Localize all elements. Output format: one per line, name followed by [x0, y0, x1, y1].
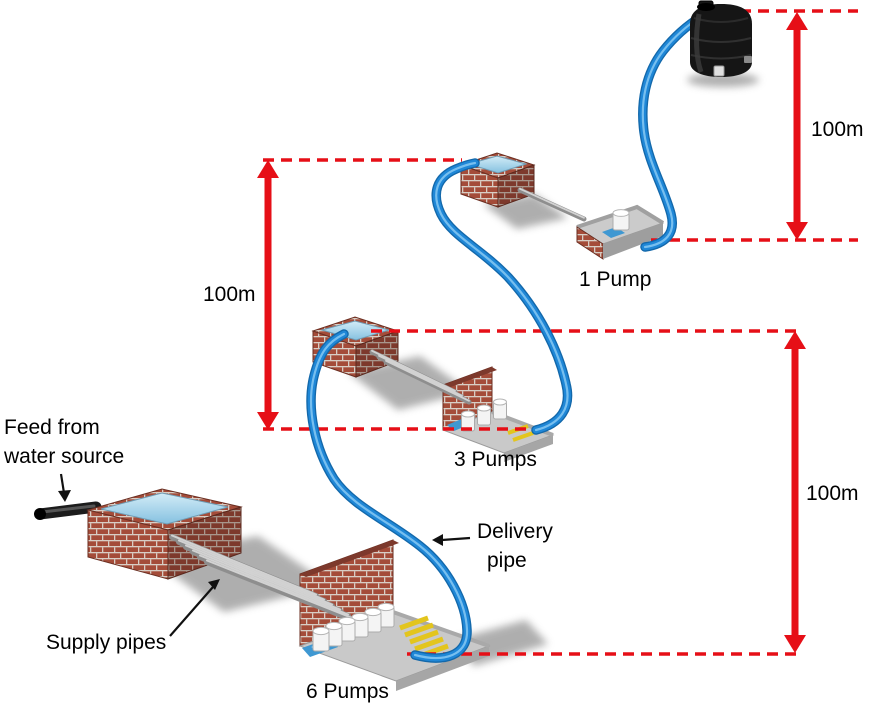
pump-cylinder	[612, 209, 630, 231]
shadow-station-3	[348, 356, 470, 410]
reservoir-1-water	[467, 155, 528, 174]
arrow-100m-middle	[257, 160, 279, 430]
feed-annotation-arrow	[58, 473, 71, 502]
delivery-pipe-label: Delivery pipe	[477, 518, 553, 576]
delivery-annotation-arrow	[432, 534, 471, 546]
delivery-pipe-label-line1: Delivery	[477, 520, 553, 543]
station-3-pumps	[311, 316, 555, 462]
elevation-label-middle: 100m	[203, 283, 256, 306]
reservoir-3	[311, 316, 400, 378]
shadow-tank	[687, 73, 759, 87]
tank-fitting	[744, 56, 752, 63]
delivery-pipes-highlight	[310, 14, 704, 660]
arrow-100m-top	[786, 12, 808, 240]
pump-cylinder	[377, 602, 395, 628]
pumps-6	[312, 602, 395, 652]
pump-cylinder	[461, 410, 475, 432]
pump-cylinder	[477, 404, 491, 426]
feed-source-label-line1: Feed from	[4, 416, 100, 439]
pump-cylinder	[312, 626, 330, 652]
pump-cylinder	[493, 398, 507, 420]
supply-pipes-6	[169, 534, 359, 624]
station-1-label: 1 Pump	[579, 268, 652, 291]
station-6-label: 6 Pumps	[306, 680, 389, 703]
arrow-100m-bottom	[784, 331, 806, 653]
reservoir-6-right-face	[167, 506, 242, 580]
delivery-pipes	[306, 11, 707, 663]
elevation-label-top: 100m	[811, 118, 864, 141]
station-3-label: 3 Pumps	[454, 448, 537, 471]
basin-1	[575, 204, 665, 260]
station-1-pump	[459, 152, 665, 260]
basin-6	[298, 539, 491, 691]
supply-pipes-3	[369, 349, 472, 405]
basin-1-far-rim	[576, 204, 665, 229]
annotation-arrows	[58, 473, 471, 637]
pump-cylinder	[364, 607, 382, 633]
tank-body	[690, 4, 752, 77]
basin-1-concrete-face	[603, 223, 663, 259]
basin-6-slab-edge	[396, 646, 489, 691]
station-6-pumps	[34, 488, 491, 691]
supply-pipes-label: Supply pipes	[46, 631, 167, 654]
storage-tank	[690, 0, 752, 77]
elevation-arrows	[257, 12, 808, 653]
tank-outlet	[713, 65, 725, 77]
elevation-label-bottom: 100m	[806, 482, 859, 505]
pumps-3	[461, 398, 507, 432]
feed-pipe	[34, 501, 102, 520]
basin-6-wall-top	[300, 540, 399, 577]
feed-source-label: Feed from water source	[4, 414, 124, 472]
basin-3-wall-top	[443, 367, 497, 388]
basin-6-far-rim	[392, 610, 490, 648]
reservoir-6	[86, 488, 243, 580]
reservoir-1	[459, 152, 536, 208]
delivery-pipe-label-line2: pipe	[487, 548, 527, 572]
feed-source-label-line2: water source	[4, 444, 125, 468]
supply-pipes-1	[517, 187, 587, 222]
basin-3-slab-edge	[504, 435, 553, 462]
pump-cylinder	[338, 616, 356, 642]
supply-annotation-arrow	[169, 579, 220, 637]
reservoir-6-water	[100, 492, 229, 525]
